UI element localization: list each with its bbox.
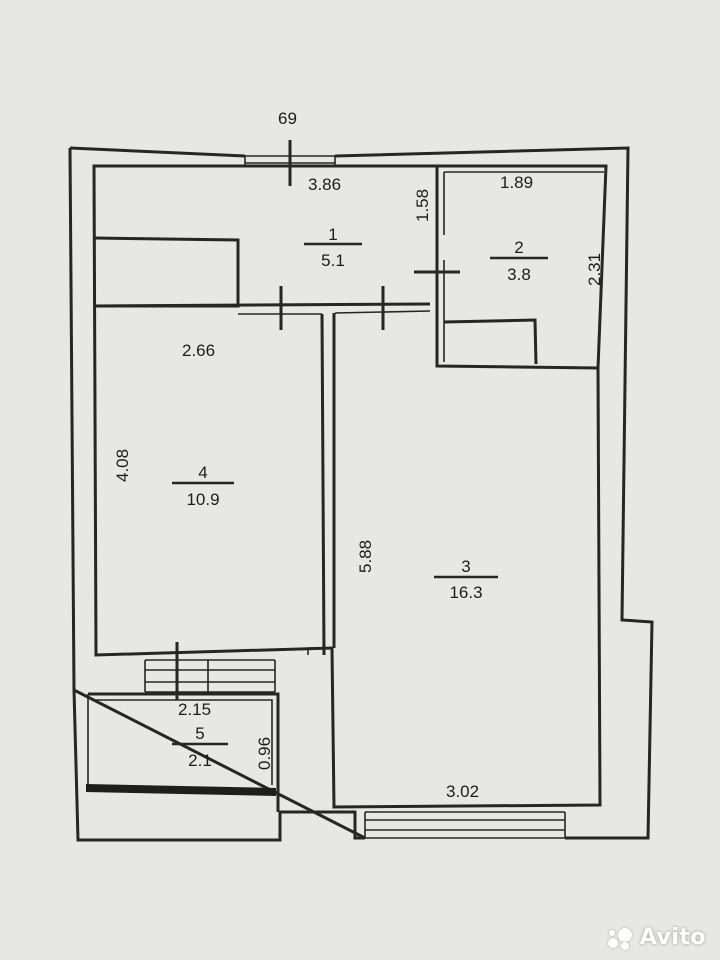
avito-logo-icon (606, 926, 634, 950)
dim-room3-height: 5.88 (356, 540, 375, 573)
room2-area: 3.8 (507, 265, 531, 284)
inner-wall (92, 164, 608, 809)
room3-area: 16.3 (449, 583, 482, 602)
balcony-railing (86, 784, 276, 796)
dim-room2-width: 1.89 (500, 173, 533, 192)
dim-room4-width: 2.66 (182, 341, 215, 360)
room5-area: 2.1 (188, 751, 212, 770)
bottom-window-room3 (364, 811, 566, 839)
room4-number: 4 (198, 463, 207, 482)
room4-area: 10.9 (186, 490, 219, 509)
room5-number: 5 (195, 724, 204, 743)
outer-wall (69, 146, 654, 842)
label-top: 69 (278, 109, 297, 128)
balcony-room5 (88, 692, 280, 812)
niche-room2 (443, 318, 538, 365)
avito-watermark: Avito (606, 925, 706, 950)
dim-room5-width: 2.15 (178, 700, 211, 719)
balcony-window-room4 (144, 659, 276, 693)
room1-area: 5.1 (321, 251, 345, 270)
dim-room3-width: 3.02 (446, 782, 479, 801)
dim-room1-height: 1.58 (413, 189, 432, 222)
balcony-room5-inner (87, 694, 273, 785)
wall-room1-bottom (93, 302, 431, 308)
wall-room1-room2 (435, 166, 599, 370)
outer-wall-left (68, 147, 76, 691)
room3-number: 3 (461, 557, 470, 576)
room2-number: 2 (514, 238, 523, 257)
dim-room1-width: 3.86 (308, 175, 341, 194)
wall-room4-room3 (320, 313, 336, 656)
dim-room4-height: 4.08 (113, 449, 132, 482)
wall-room1-room2-inner (443, 171, 604, 362)
wall-room4-room3-thin (307, 647, 324, 655)
room1-number: 1 (328, 225, 337, 244)
dim-room2-height: 2.31 (585, 253, 604, 286)
watermark-text: Avito (639, 925, 706, 950)
dim-room5-height: 0.96 (255, 737, 274, 770)
